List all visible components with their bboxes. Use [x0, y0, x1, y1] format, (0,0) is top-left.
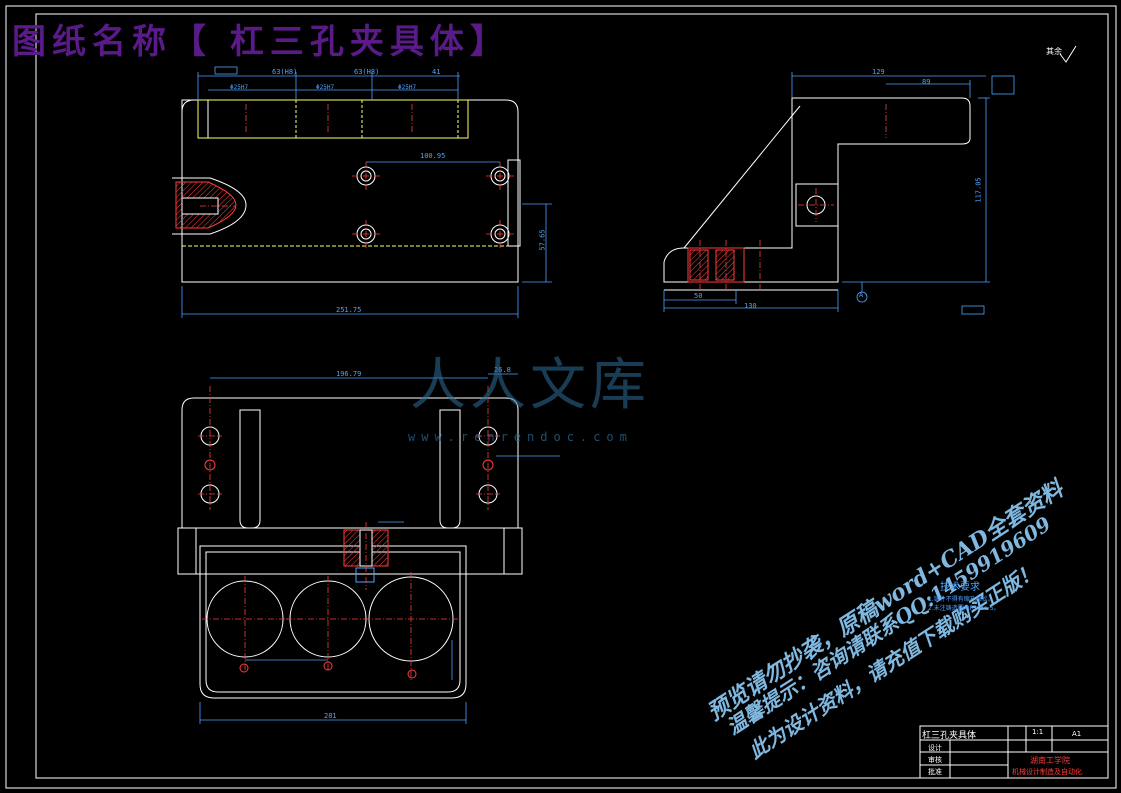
tech-requirements-title: 技术要求 [940, 582, 980, 593]
dim-bore-3: Φ25H7 [398, 84, 417, 91]
dim-width-main: 251.75 [336, 306, 362, 314]
watermark-url: www.renrendoc.com [408, 430, 633, 444]
dim-hole-spacing: 100.95 [420, 152, 446, 160]
front-view-centerlines [200, 104, 514, 248]
tech-requirement-1: 1.铸件不得有缩孔缩松。 [928, 596, 994, 603]
title-block-program: 机械设计制造及自动化 [1012, 768, 1082, 776]
title-block-school: 湖南工学院 [1030, 756, 1070, 765]
dim-plan-top: 196.79 [336, 370, 362, 378]
outer-frame [5, 5, 1117, 789]
dim-side-height: 117.05 [974, 177, 983, 203]
side-view [663, 97, 971, 291]
dim-top-a: 63(H8) [272, 68, 298, 76]
title-block-row-1: 设计 [928, 744, 942, 752]
title-block-name: 杠三孔夹具体 [922, 731, 977, 741]
dim-bore-2: Φ25H7 [316, 84, 335, 91]
drawing-title: 图纸名称【 杠三孔夹具体】 [12, 22, 510, 62]
dim-side-bottom-a: 50 [694, 292, 703, 300]
roughness-note: 其余 [1046, 47, 1062, 56]
front-view-dimensions [181, 66, 552, 318]
side-view-dimensions [663, 72, 1015, 315]
dim-side-top: 129 [872, 68, 885, 76]
dim-plan-side: 26.8 [494, 366, 511, 374]
dim-side-sub: 89 [922, 78, 931, 86]
roughness-symbol [1059, 45, 1077, 63]
dim-side-bottom-b: 130 [744, 302, 757, 310]
title-block-frame [919, 725, 1109, 779]
plan-view-dimensions [199, 373, 560, 724]
dim-bore-1: Φ25H7 [230, 84, 249, 91]
dim-height-right: 57.65 [538, 229, 547, 251]
front-view [172, 99, 521, 283]
datum-label: A [859, 291, 864, 299]
dim-plan-width: 281 [324, 712, 337, 720]
side-view-centerlines [699, 104, 887, 290]
title-block-row-3: 批准 [928, 768, 942, 776]
dim-top-c: 41 [432, 68, 441, 76]
tech-requirement-2: 2.未注铸造圆角R＝3～5。 [928, 605, 1000, 612]
title-block-scale: 1:1 [1032, 728, 1044, 736]
inner-frame [35, 13, 1109, 779]
plan-view-centerlines [198, 386, 500, 680]
title-block-sheet: A1 [1072, 730, 1082, 738]
title-block-row-2: 审核 [928, 756, 942, 764]
dim-top-b: 63(H8) [354, 68, 380, 76]
watermark-logo: 人人文库 [410, 353, 650, 418]
